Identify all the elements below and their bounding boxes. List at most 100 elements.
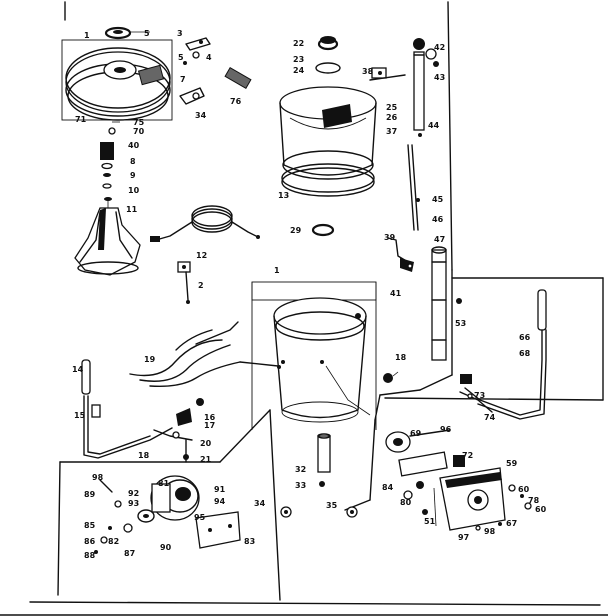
label-p12: 12 xyxy=(196,251,207,260)
label-p35: 35 xyxy=(326,501,338,510)
label-p34a: 34 xyxy=(195,111,207,120)
label-p87: 87 xyxy=(124,549,135,558)
label-p74: 74 xyxy=(484,413,496,422)
label-p32: 32 xyxy=(295,465,306,474)
label-p5: 5 xyxy=(178,53,184,62)
label-p76: 76 xyxy=(230,97,242,106)
label-p70: 70 xyxy=(133,127,145,136)
agitator xyxy=(74,207,141,276)
pump-fitting xyxy=(383,371,399,383)
label-p98: 98 xyxy=(92,473,104,482)
label-p34: 34 xyxy=(254,499,266,508)
label-p18b: 18 xyxy=(395,353,407,362)
label-p22: 22 xyxy=(293,39,304,48)
inner-basket xyxy=(251,281,377,430)
label-p10: 10 xyxy=(128,186,140,195)
outer-tub xyxy=(279,36,387,197)
label-p96: 96 xyxy=(440,425,452,434)
right-rod-assembly xyxy=(369,38,439,231)
label-p11: 11 xyxy=(126,205,138,214)
label-p39: 39 xyxy=(384,233,396,242)
label-p93: 93 xyxy=(128,499,139,508)
label-p91: 91 xyxy=(214,485,226,494)
label-p1: 1 xyxy=(84,31,90,40)
label-p17: 17 xyxy=(204,421,215,430)
label-p69: 69 xyxy=(410,429,422,438)
label-p50: 60 xyxy=(535,505,547,514)
label-p4: 4 xyxy=(206,53,212,62)
label-p1b: 1 xyxy=(274,266,280,275)
lever-72 xyxy=(459,391,493,413)
label-p83: 83 xyxy=(244,537,255,546)
pump-plate-assembly xyxy=(385,429,532,531)
label-p18: 18 xyxy=(138,451,150,460)
label-p71: 71 xyxy=(75,115,87,124)
label-p20: 20 xyxy=(200,439,212,448)
label-p15: 15 xyxy=(74,411,86,420)
label-p53: 53 xyxy=(455,319,466,328)
label-p88: 88 xyxy=(84,551,96,560)
label-p14: 14 xyxy=(72,365,84,374)
label-p68: 68 xyxy=(519,349,531,358)
label-p72: 72 xyxy=(462,451,473,460)
label-p81: 81 xyxy=(158,479,170,488)
wire-harness-top xyxy=(150,205,260,242)
motor-assembly xyxy=(94,475,241,554)
label-p84: 84 xyxy=(382,483,394,492)
label-p67: 67 xyxy=(506,519,517,528)
label-p92: 92 xyxy=(128,489,139,498)
label-p41: 41 xyxy=(390,289,402,298)
label-p82: 82 xyxy=(108,537,119,546)
label-p89: 89 xyxy=(84,490,96,499)
label-p3: 3 xyxy=(177,29,183,38)
switch-part xyxy=(177,261,191,304)
wire-harness-left xyxy=(129,321,281,388)
label-p86: 86 xyxy=(84,537,96,546)
label-p95: 95 xyxy=(194,513,206,522)
label-p33: 33 xyxy=(295,481,306,490)
label-p90: 90 xyxy=(160,543,172,552)
label-p23: 23 xyxy=(293,55,304,64)
label-p51: 51 xyxy=(424,517,436,526)
shaft-stack xyxy=(100,121,120,212)
label-p47: 47 xyxy=(434,235,445,244)
label-p7a: 7 xyxy=(180,75,186,84)
label-p9: 9 xyxy=(130,171,136,180)
label-p21: 21 xyxy=(200,455,212,464)
gear-case-assembly xyxy=(61,26,173,121)
label-p85: 85 xyxy=(84,521,96,530)
label-p40: 40 xyxy=(128,141,140,150)
label-p2: 2 xyxy=(198,281,204,290)
valve-cluster xyxy=(153,398,204,463)
label-p73: 73 xyxy=(474,391,485,400)
label-p8: 8 xyxy=(130,157,136,166)
label-p29: 29 xyxy=(290,226,302,235)
column-47 xyxy=(431,246,462,361)
label-p45: 45 xyxy=(432,195,444,204)
label-p94: 94 xyxy=(214,497,226,506)
fill-hose-left xyxy=(81,359,173,459)
label-p46: 46 xyxy=(432,215,444,224)
label-p26: 26 xyxy=(386,113,398,122)
label-p38: 38 xyxy=(362,67,374,76)
label-p16: 16 xyxy=(204,413,216,422)
label-p44: 44 xyxy=(428,121,440,130)
bracket-41 xyxy=(387,237,414,272)
label-p42: 42 xyxy=(434,43,445,52)
clamps-bottom xyxy=(280,506,358,518)
label-p25: 25 xyxy=(386,103,398,112)
label-p75: 75 xyxy=(133,118,145,127)
seal-29 xyxy=(311,223,335,237)
label-p66: 66 xyxy=(519,333,531,342)
label-p60: 60 xyxy=(518,485,530,494)
label-p13: 13 xyxy=(278,191,289,200)
label-p80: 80 xyxy=(400,498,412,507)
basket-shaft xyxy=(317,433,331,487)
label-p98b: 98 xyxy=(484,527,496,536)
label-p19: 19 xyxy=(144,355,156,364)
label-p97: 97 xyxy=(458,533,469,542)
hose-right xyxy=(460,289,547,420)
